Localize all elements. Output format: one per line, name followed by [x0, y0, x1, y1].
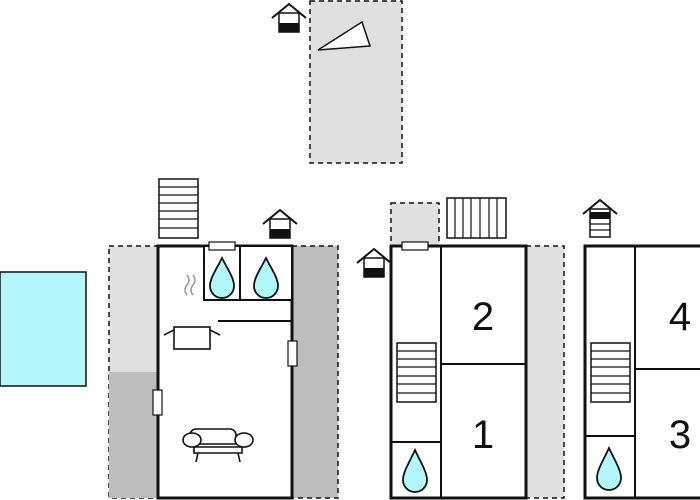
water-drop-icon	[596, 445, 622, 491]
parking-area	[309, 0, 403, 164]
water-drop-icon	[253, 255, 279, 299]
room-number-2: 2	[472, 295, 494, 339]
garden-right	[291, 245, 339, 499]
house-entrance-icon	[582, 198, 618, 238]
sofa-icon	[182, 428, 254, 463]
door-icon	[401, 241, 429, 251]
room-number-3: 3	[669, 413, 691, 457]
parking-icon	[317, 20, 372, 51]
cooking-pot-icon	[163, 274, 221, 350]
terrace-middle-top	[390, 202, 440, 247]
room-number-1: 1	[472, 413, 494, 457]
stairs-icon	[590, 342, 631, 403]
pool	[0, 271, 87, 387]
house-entrance-icon	[356, 247, 392, 278]
terrace-middle-right	[525, 245, 565, 499]
stairs-icon	[446, 197, 507, 239]
door-icon	[152, 389, 163, 416]
door-icon	[287, 340, 298, 367]
water-drop-icon	[402, 447, 428, 493]
stairs-icon	[158, 178, 199, 239]
room-number-4: 4	[669, 295, 691, 339]
garden-left	[109, 372, 158, 498]
door-icon	[208, 241, 236, 251]
water-drop-icon	[209, 255, 235, 299]
house-entrance-icon	[262, 208, 298, 239]
house-entrance-icon	[271, 2, 307, 33]
stairs-icon	[396, 342, 437, 403]
